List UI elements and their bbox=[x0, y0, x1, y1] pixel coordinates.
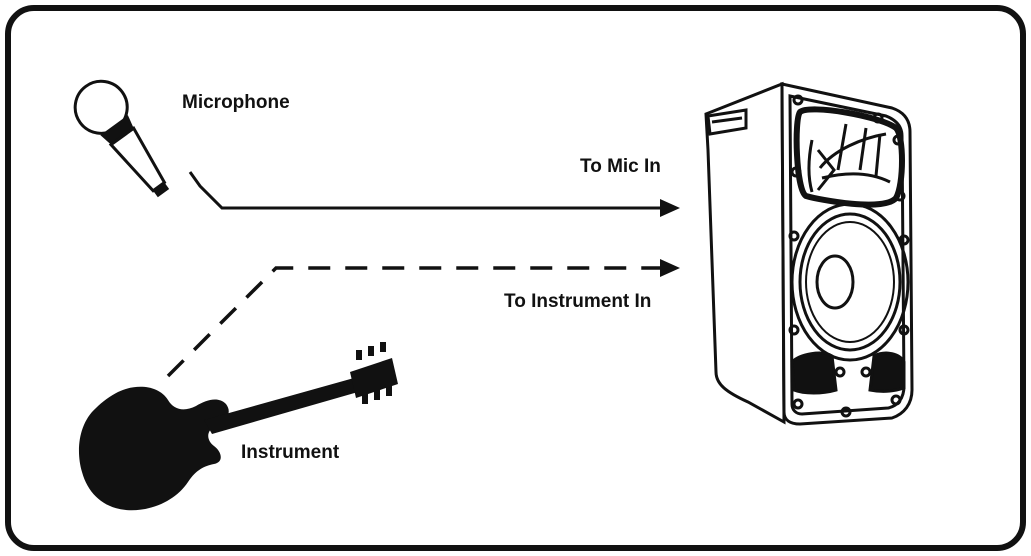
instrument-cable-arrowhead bbox=[660, 259, 680, 277]
microphone-label: Microphone bbox=[182, 92, 290, 113]
instrument-label: Instrument bbox=[241, 442, 340, 463]
speaker-icon bbox=[704, 81, 914, 426]
to-mic-in-label: To Mic In bbox=[580, 156, 661, 177]
instrument-cable bbox=[166, 266, 660, 378]
mic-cable-arrowhead bbox=[660, 199, 680, 217]
to-instrument-in-label: To Instrument In bbox=[504, 291, 652, 312]
guitar-icon bbox=[78, 342, 398, 511]
mic-cable bbox=[188, 171, 662, 210]
microphone-icon bbox=[73, 79, 170, 198]
